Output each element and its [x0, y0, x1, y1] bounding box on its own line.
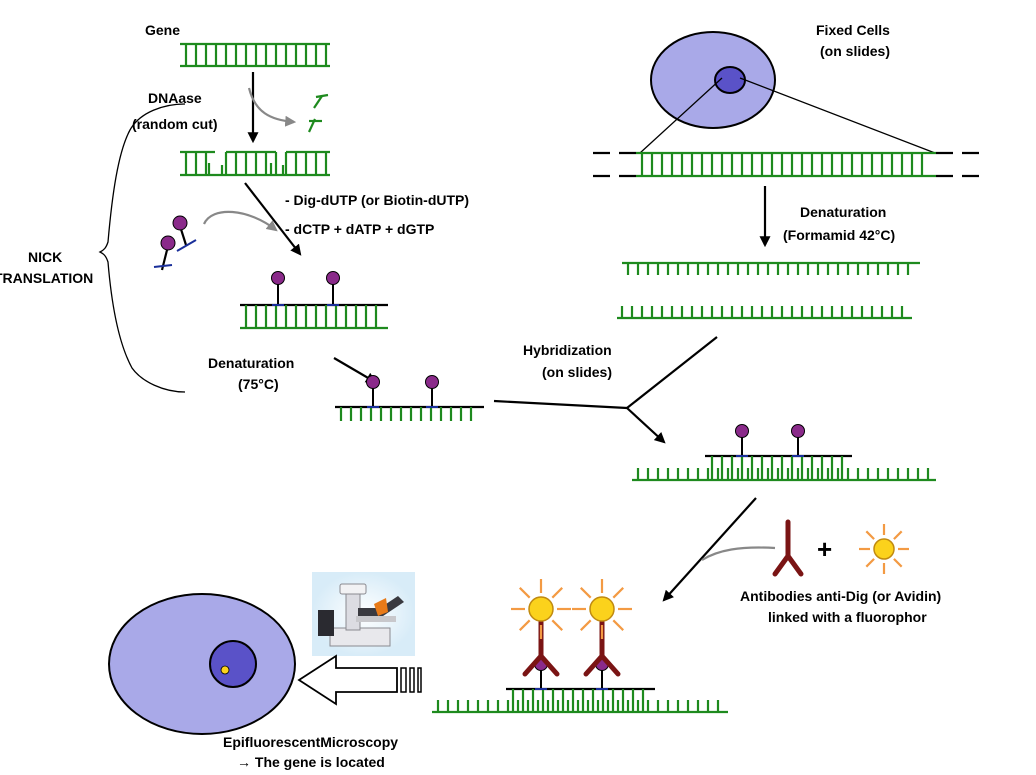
- antibody-icon: [772, 519, 804, 577]
- fluorophore-ray: [612, 619, 624, 631]
- detection-complex: [432, 579, 728, 714]
- dig-label: [425, 375, 439, 389]
- label-on-slides-top: (on slides): [820, 43, 890, 59]
- dig-label: [366, 375, 380, 389]
- label-dig-dutp: - Dig-dUTP (or Biotin-dUTP): [285, 192, 469, 208]
- label-formamid-42c: (Formamid 42°C): [783, 227, 895, 243]
- label-fixed-cells: Fixed Cells: [816, 22, 890, 38]
- excised-nucleotides: [308, 93, 329, 133]
- fluorophore-ray: [551, 619, 563, 631]
- arrow-probe-to-hybrid: [493, 399, 628, 410]
- label-gene-located: → The gene is located: [237, 754, 385, 770]
- nicked-double-strand: [180, 150, 330, 177]
- arrow-nick-translation: [244, 182, 302, 256]
- label-epifluorescent-microscopy: EpifluorescentMicroscopy: [223, 734, 398, 750]
- fluorophore-ray: [519, 619, 531, 631]
- dig-label: [271, 271, 285, 285]
- labeled-probe-double-strand: [240, 271, 388, 330]
- denatured-target-strands: [617, 261, 920, 320]
- label-denaturation-75: Denaturation: [208, 355, 294, 371]
- gene-double-strand: [180, 42, 330, 68]
- fluorophore-ray: [519, 587, 531, 599]
- dig-label: [791, 424, 805, 438]
- label-translation: TRANSLATION: [0, 270, 93, 286]
- arrow-nucleotide-incorporation: [202, 210, 278, 232]
- label-dnaase: DNAase: [148, 90, 202, 106]
- labeled-probe-single-strand: [335, 375, 484, 421]
- fluorophore-ray: [865, 530, 875, 540]
- fluorophore-icon: [859, 524, 909, 574]
- arrow-hybridization: [626, 407, 666, 444]
- label-antibodies: Antibodies anti-Dig (or Avidin): [740, 588, 941, 604]
- fluorophore: [589, 596, 615, 622]
- hybridized-probe-target: [632, 424, 936, 482]
- label-hybridization-on-slides: (on slides): [542, 364, 612, 380]
- arrow-to-detection: [662, 497, 757, 602]
- chromosomal-dna: [593, 151, 986, 178]
- fluorophore: [528, 596, 554, 622]
- label-gene: Gene: [145, 22, 180, 38]
- fixed-cell: [639, 31, 936, 154]
- located-gene-cell: [108, 593, 296, 735]
- fluorophore-ray: [893, 558, 903, 568]
- label-fluorophor: linked with a fluorophor: [768, 609, 927, 625]
- fluorophore-ray: [580, 587, 592, 599]
- label-random-cut: (random cut): [132, 116, 218, 132]
- label-plus: +: [817, 534, 832, 564]
- fluorophore-ray: [612, 587, 624, 599]
- label-hybridization: Hybridization: [523, 342, 612, 358]
- fluorophore-ray: [580, 619, 592, 631]
- arrow-antibody-incorporation: [701, 546, 776, 561]
- fluorophore-ray: [865, 558, 875, 568]
- label-nick: NICK: [28, 249, 62, 265]
- label-75c: (75°C): [238, 376, 279, 392]
- fluorophore-ray: [893, 530, 903, 540]
- label-dctp: - dCTP + dATP + dGTP: [285, 221, 434, 237]
- dig-label: [326, 271, 340, 285]
- fluorophore-ray: [551, 587, 563, 599]
- label-denaturation-formamid: Denaturation: [800, 204, 886, 220]
- nick-translation-brace: [98, 103, 186, 393]
- microscope-image: [312, 572, 415, 656]
- arrow-target-to-hybrid: [626, 336, 718, 409]
- hollow-arrow: [297, 654, 422, 706]
- dig-label: [735, 424, 749, 438]
- free-dig-dutp: [153, 215, 197, 271]
- arrow-excision: [247, 87, 297, 127]
